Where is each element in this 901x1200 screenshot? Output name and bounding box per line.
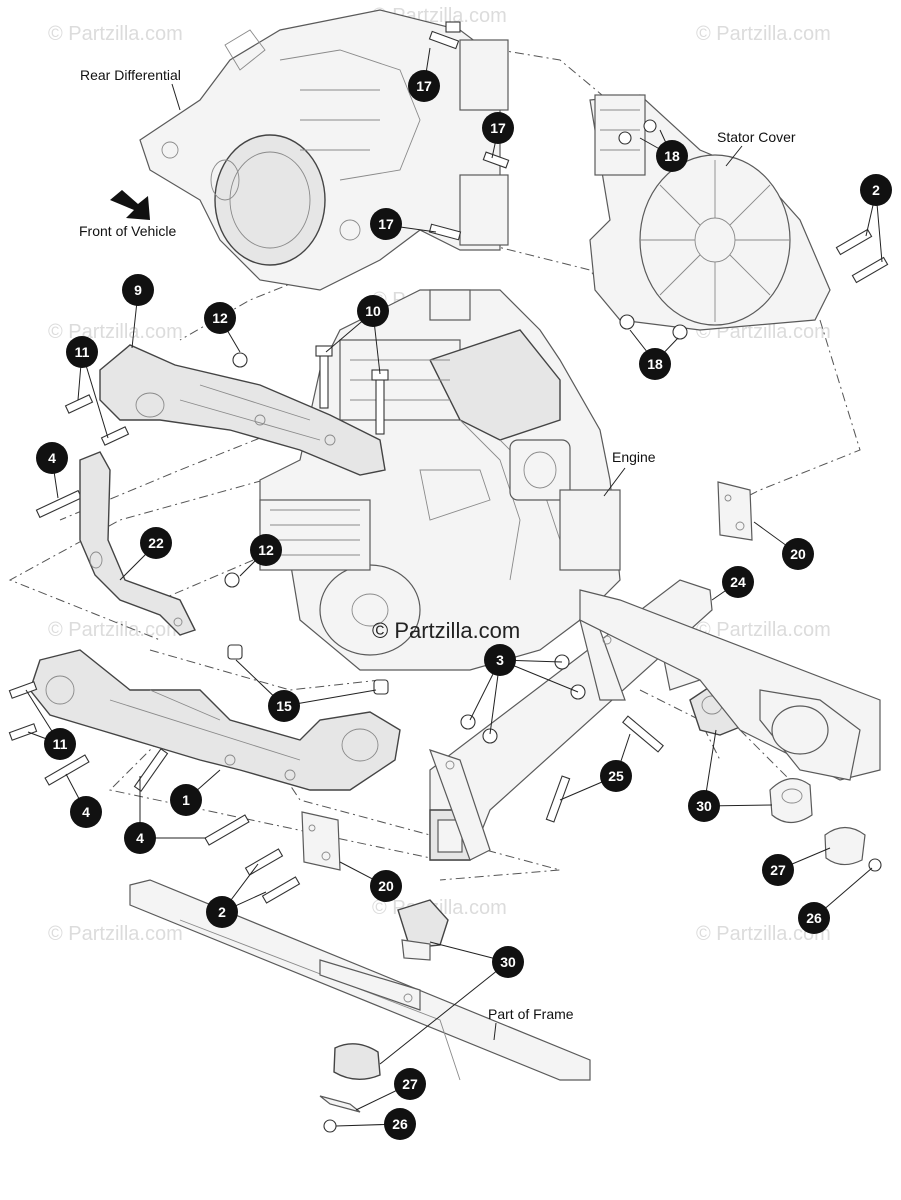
watermark-text: © Partzilla.com: [696, 923, 831, 945]
label-front-of-vehicle: Front of Vehicle: [79, 223, 176, 239]
bracket-22: [79, 451, 196, 636]
spacers-15: [227, 644, 389, 695]
svg-text:12: 12: [258, 542, 274, 558]
svg-text:10: 10: [365, 303, 381, 319]
watermark-text: © Partzilla.com: [48, 23, 183, 45]
callout-4: 4: [70, 796, 102, 828]
callout-9: 9: [122, 274, 154, 306]
label-part-of-frame: Part of Frame: [488, 1006, 574, 1022]
callout-12: 12: [250, 534, 282, 566]
bolts-11-upper: [64, 394, 130, 446]
label-stator-cover: Stator Cover: [717, 129, 796, 145]
callout-30: 30: [492, 946, 524, 978]
callout-2: 2: [860, 174, 892, 206]
front-arrow-icon: [110, 190, 150, 220]
lower-engine-mount: [29, 649, 401, 791]
callout-3: 3: [484, 644, 516, 676]
stator-cover: [589, 94, 831, 340]
watermark-text: © Partzilla.com: [696, 619, 831, 641]
callout-20: 20: [370, 870, 402, 902]
bolts-10: [315, 345, 389, 435]
bolts-2-top: [835, 228, 889, 284]
svg-text:18: 18: [647, 356, 663, 372]
nut-12-lower: [224, 572, 240, 588]
svg-text:24: 24: [730, 574, 746, 590]
svg-text:20: 20: [790, 546, 806, 562]
callout-18: 18: [656, 140, 688, 172]
svg-text:26: 26: [806, 910, 822, 926]
svg-text:30: 30: [696, 798, 712, 814]
callout-18: 18: [639, 348, 671, 380]
bolts-25: [545, 715, 664, 823]
svg-text:15: 15: [276, 698, 292, 714]
watermark-center: © Partzilla.com: [372, 618, 520, 643]
svg-text:4: 4: [136, 830, 144, 846]
plates-20: [301, 481, 753, 871]
frame-right: [579, 589, 881, 781]
svg-text:27: 27: [402, 1076, 418, 1092]
svg-text:17: 17: [378, 216, 394, 232]
bolts-2-lower: [244, 848, 301, 904]
svg-text:27: 27: [770, 862, 786, 878]
callout-17: 17: [370, 208, 402, 240]
svg-text:25: 25: [608, 768, 624, 784]
bolts-4-lower: [44, 748, 250, 846]
svg-text:18: 18: [664, 148, 680, 164]
callout-26: 26: [384, 1108, 416, 1140]
callout-27: 27: [762, 854, 794, 886]
watermark-text: © Partzilla.com: [48, 923, 183, 945]
callout-11: 11: [44, 728, 76, 760]
svg-text:12: 12: [212, 310, 228, 326]
callout-17: 17: [408, 70, 440, 102]
bolts-11-lower: [8, 681, 38, 741]
bolt-4-left: [35, 489, 83, 519]
callout-30: 30: [688, 790, 720, 822]
callout-17: 17: [482, 112, 514, 144]
svg-text:3: 3: [496, 652, 504, 668]
svg-text:11: 11: [75, 344, 90, 360]
callout-22: 22: [140, 527, 172, 559]
engine: [259, 289, 621, 671]
callout-26: 26: [798, 902, 830, 934]
callouts: 17 17 17 18 18 2 9 12 10 11 4 22 12 20 2…: [36, 70, 892, 1140]
svg-text:1: 1: [182, 792, 190, 808]
svg-text:11: 11: [53, 736, 68, 752]
callout-1: 1: [170, 784, 202, 816]
callout-10: 10: [357, 295, 389, 327]
svg-text:4: 4: [82, 804, 90, 820]
svg-text:17: 17: [416, 78, 432, 94]
upper-engine-mount: [99, 344, 386, 476]
frame-bottom: [129, 879, 591, 1081]
watermarks: © Partzilla.com © Partzilla.com © Partzi…: [48, 5, 831, 945]
svg-text:9: 9: [134, 282, 142, 298]
svg-text:20: 20: [378, 878, 394, 894]
callout-24: 24: [722, 566, 754, 598]
watermark-text: © Partzilla.com: [696, 23, 831, 45]
svg-text:17: 17: [490, 120, 506, 136]
label-engine: Engine: [612, 449, 656, 465]
svg-text:30: 30: [500, 954, 516, 970]
callout-15: 15: [268, 690, 300, 722]
watermark-text: © Partzilla.com: [48, 321, 183, 343]
callout-11: 11: [66, 336, 98, 368]
callout-12: 12: [204, 302, 236, 334]
svg-text:22: 22: [148, 535, 164, 551]
callout-20: 20: [782, 538, 814, 570]
rear-differential: [139, 9, 509, 291]
callout-4: 4: [124, 822, 156, 854]
callout-2: 2: [206, 896, 238, 928]
svg-text:4: 4: [48, 450, 56, 466]
callout-25: 25: [600, 760, 632, 792]
bolts-17: [428, 21, 510, 241]
mount-30-right: [689, 679, 882, 872]
svg-text:26: 26: [392, 1116, 408, 1132]
callout-4: 4: [36, 442, 68, 474]
callout-27: 27: [394, 1068, 426, 1100]
svg-text:2: 2: [872, 182, 880, 198]
svg-text:2: 2: [218, 904, 226, 920]
nut-12-upper: [232, 352, 248, 368]
mount-30-bottom: [319, 899, 449, 1133]
label-rear-differential: Rear Differential: [80, 67, 181, 83]
